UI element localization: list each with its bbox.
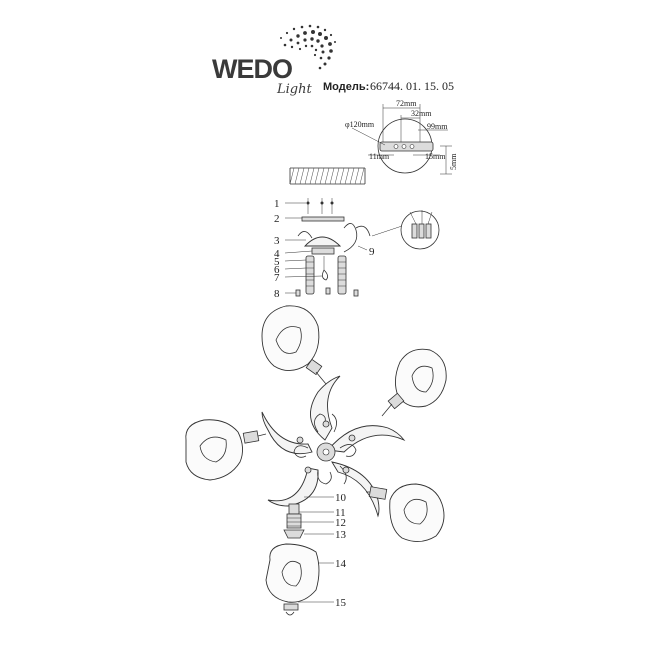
shade-left [185,419,267,481]
shade-lower-right [366,483,445,542]
mounting-bar [379,141,434,152]
callout-3: 3 [274,235,280,247]
callout-13: 13 [335,529,347,541]
model-label: Модель: [323,81,369,93]
arm-top [310,375,341,441]
socket-body [286,513,302,529]
hook [322,269,328,281]
arm-right [327,425,406,453]
mounting-plate-detail: 72mm 32mm φ120mm 99mm 11mm 15mm 5mm [345,99,458,175]
brand-name: WEDO [212,54,292,84]
callout-5: 5 [274,256,280,268]
brand-sub: Light [276,82,312,97]
arm-lower-right [331,461,380,518]
socket-left [305,255,315,295]
bottom-lamp-assembly: 10 11 12 13 14 15 [265,492,347,616]
dim-5: 5mm [449,153,458,170]
shade-top-right [381,348,447,417]
callout-14: 14 [335,558,347,570]
callout-12: 12 [335,517,346,529]
dim-72: 72mm [396,99,417,108]
callout-15: 15 [335,597,347,609]
callout-1: 1 [274,198,280,210]
shade-top-left [261,305,327,385]
logo-swirl [280,24,336,70]
dim-32: 32mm [411,109,432,118]
callout-11: 11 [335,507,346,519]
socket-top [288,503,300,515]
socket-right [337,255,347,295]
callout-6: 6 [274,264,280,276]
wire-connector-detail [400,210,440,250]
chandelier-top-view: 10 11 12 13 14 15 [185,305,447,616]
dim-11: 11mm [369,152,390,161]
callout-4: 4 [274,248,280,260]
callout-2: 2 [274,213,280,225]
dim-15: 15mm [425,152,446,161]
side-mounting-bar [301,216,345,222]
arm-lower-left [267,467,319,507]
exploded-side-view: 1 2 3 4 5 6 7 8 9 [274,198,440,300]
arm-left [261,411,313,455]
shade-bottom [265,543,320,603]
callout-9: 9 [369,246,375,258]
dim-120: φ120mm [345,120,375,129]
callout-8: 8 [274,288,280,300]
bulb-base [283,529,305,539]
dim-99: 99mm [427,122,448,131]
model-number: 66744. 01. 15. 05 [370,79,454,93]
canopy [303,236,342,247]
center-ornament [293,413,357,485]
callout-10: 10 [335,492,347,504]
finial [283,603,299,611]
brand-logo: WEDO Light [212,24,336,97]
callout-7: 7 [274,272,280,284]
ceiling-hatch [289,167,366,185]
